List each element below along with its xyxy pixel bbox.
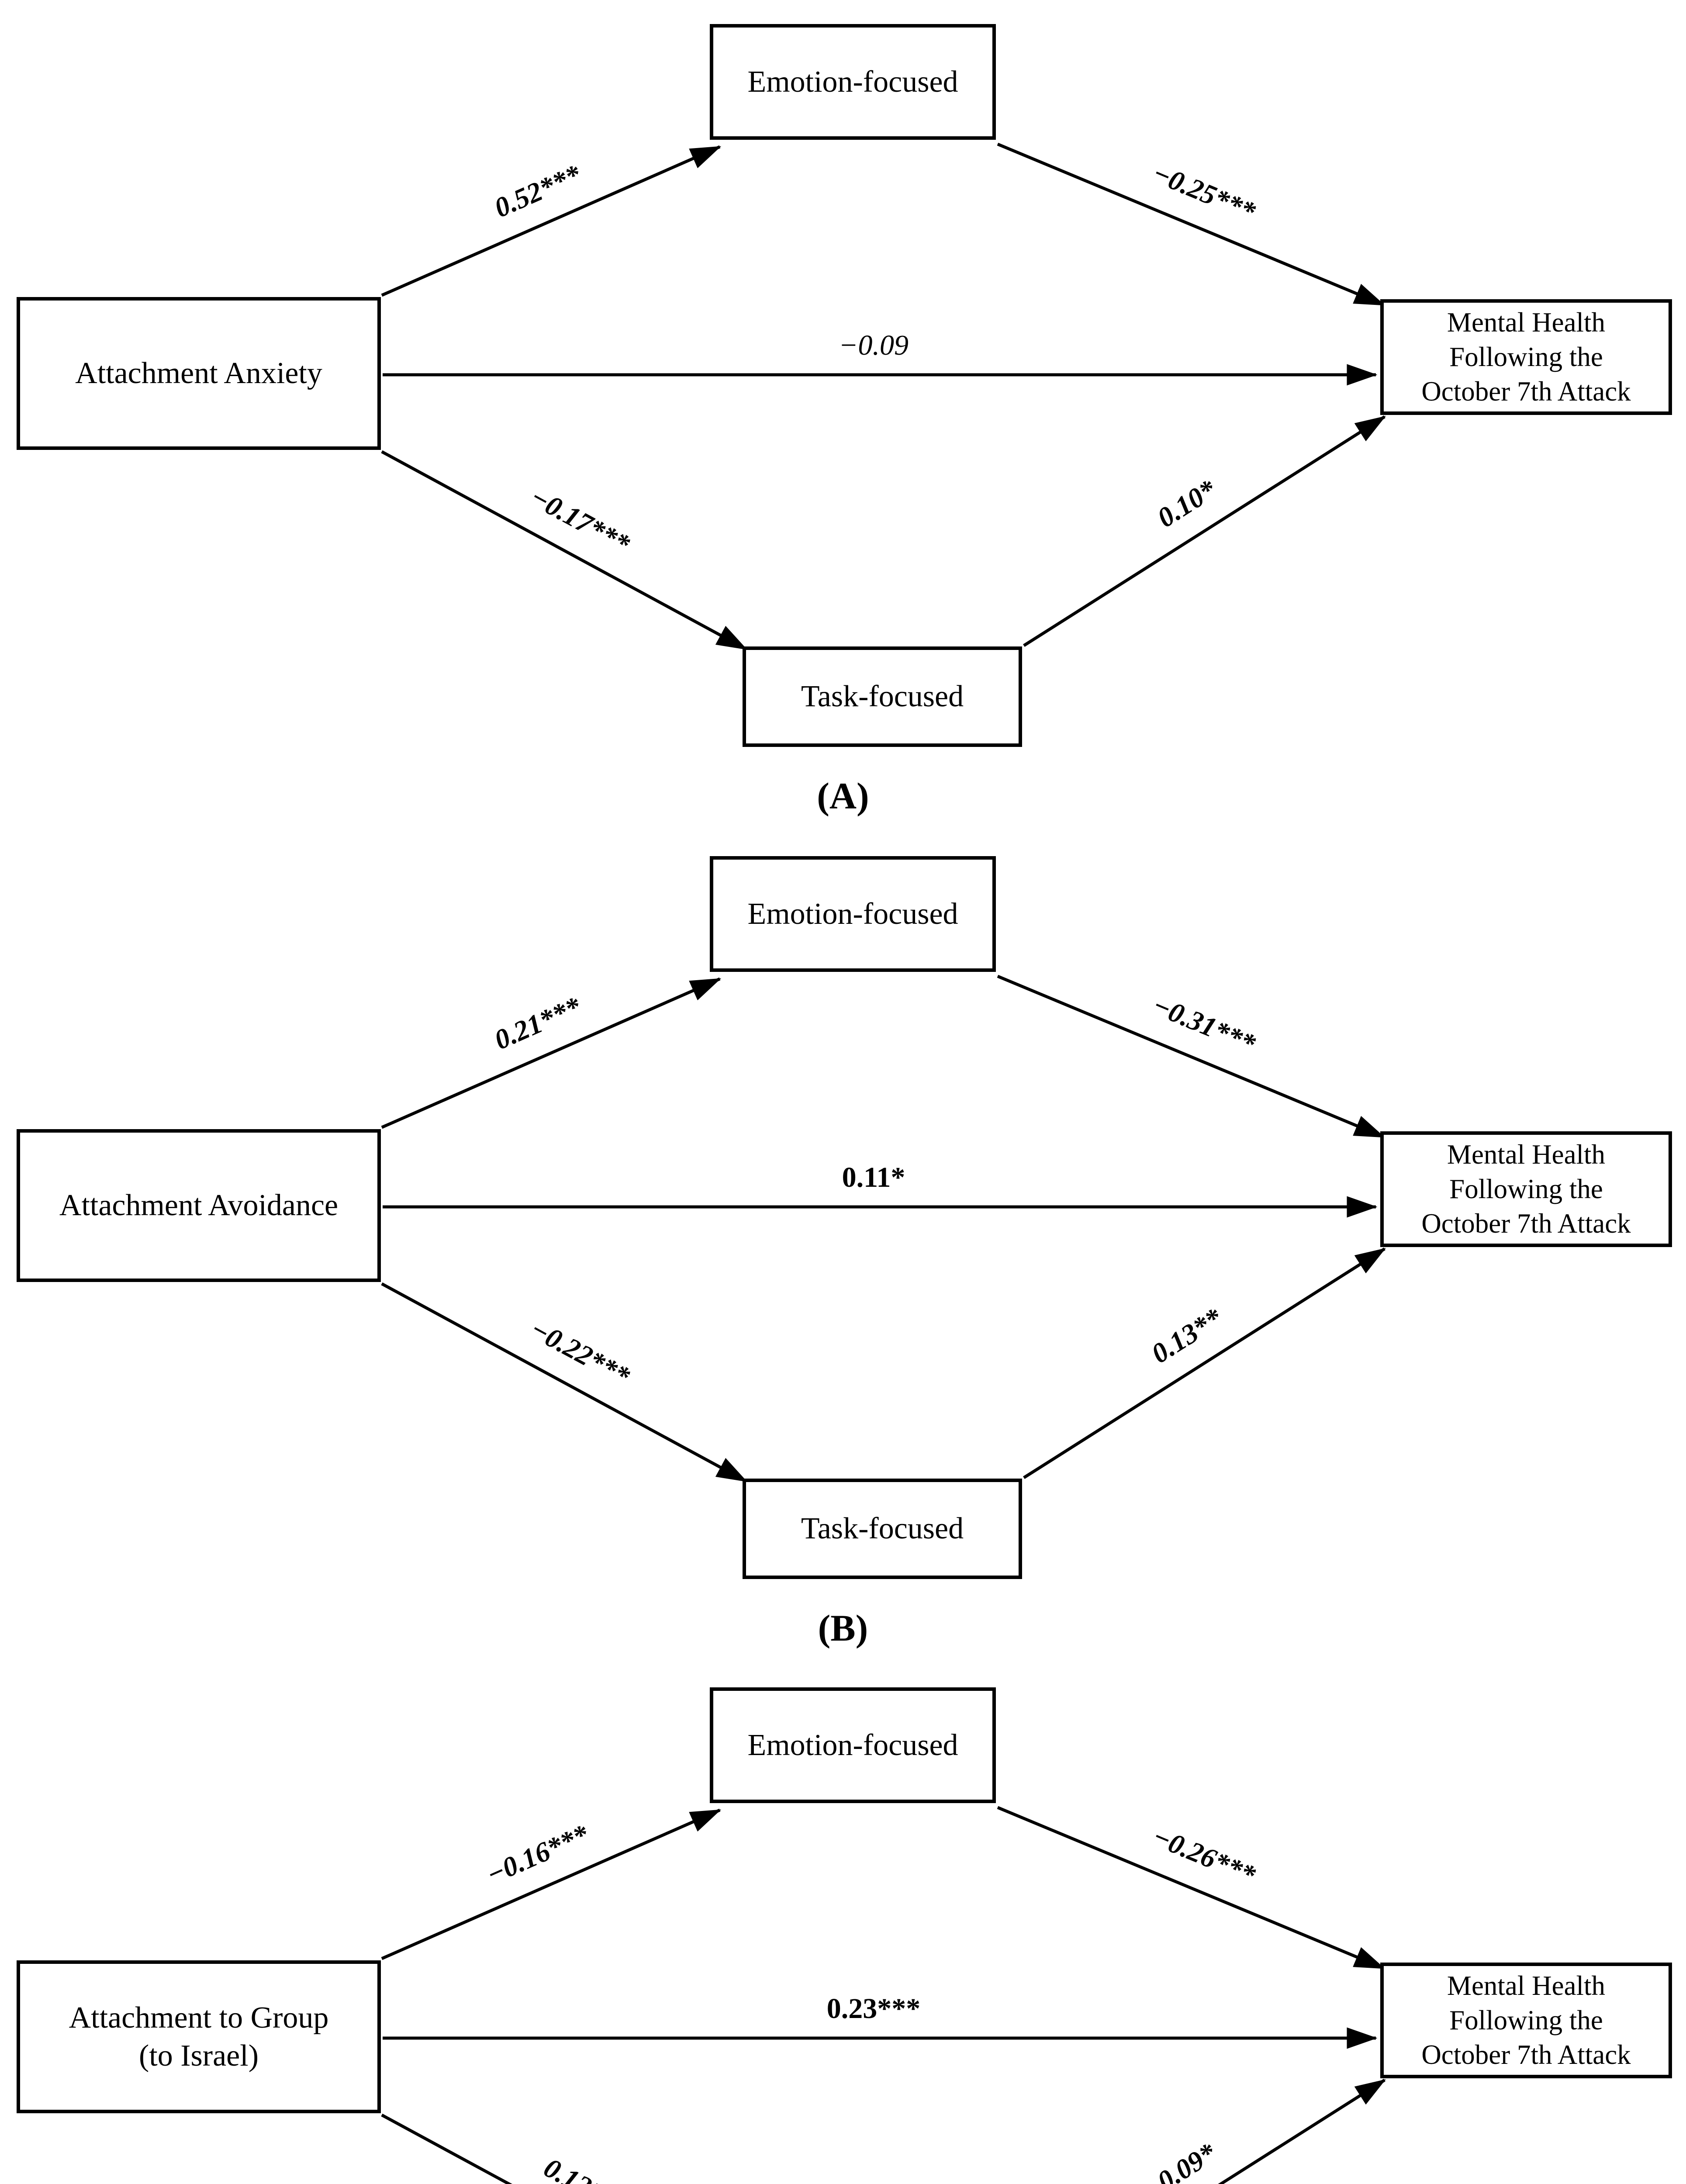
path-arrow-predictor-to-task [381, 2113, 512, 2184]
path-arrow-predictor-to-emotion [381, 145, 722, 297]
panel-c: −0.16*** −0.26*** 0.23*** 0.12** 0.09* Emoti… [0, 1663, 1686, 2184]
arrow-layer: 0.52*** −0.25*** −0.09 −0.17*** 0.10* [381, 142, 1386, 651]
node-task-focused: Task-focused [743, 646, 1022, 747]
path-coefficient-emotion-to-outcome: −0.31*** [1148, 989, 1260, 1060]
node-emotion-focused: Emotion-focused [710, 856, 996, 972]
path-coefficient-direct: 0.11* [842, 1161, 905, 1193]
path-arrow-predictor-to-emotion [381, 1808, 722, 1960]
path-arrow-emotion-to-outcome [997, 1806, 1385, 1970]
panel-b: 0.21*** −0.31*** 0.11* −0.22*** 0.13** Emoti… [0, 832, 1686, 1664]
path-coefficient-predictor-to-task: −0.22*** [525, 1313, 636, 1392]
path-coefficient-task-to-outcome: 0.13** [1146, 1302, 1227, 1369]
path-coefficient-predictor-to-emotion: 0.52*** [490, 159, 586, 224]
node-predictor-attachment-to-group: Attachment to Group(to Israel) [17, 1960, 381, 2113]
path-coefficient-emotion-to-outcome: −0.26*** [1148, 1821, 1260, 1891]
path-coefficient-predictor-to-emotion: −0.16*** [482, 1818, 594, 1890]
panel-a: 0.52*** −0.25*** −0.09 −0.17*** 0.10* Emotio… [0, 0, 1686, 832]
path-arrow-predictor-to-task [381, 450, 748, 651]
node-predictor-attachment-anxiety: Attachment Anxiety [17, 297, 381, 450]
panel-caption: (B) [818, 1607, 868, 1649]
path-coefficient-predictor-to-emotion: 0.21*** [490, 991, 586, 1056]
path-arrow-task-to-outcome [1023, 1248, 1386, 1479]
path-arrow-task-to-outcome [1023, 415, 1386, 647]
path-coefficient-emotion-to-outcome: −0.25*** [1148, 157, 1260, 228]
path-arrow-predictor-to-emotion [381, 977, 722, 1129]
path-coefficient-predictor-to-task: −0.17*** [525, 481, 636, 560]
node-emotion-focused: Emotion-focused [710, 1687, 996, 1803]
arrow-layer: −0.16*** −0.26*** 0.23*** 0.12** 0.09* [381, 1806, 1386, 2184]
node-predictor-attachment-avoidance: Attachment Avoidance [17, 1129, 381, 1282]
arrow-layer: 0.21*** −0.31*** 0.11* −0.22*** 0.13** [381, 975, 1386, 1483]
path-arrow-predictor-to-task [381, 1282, 748, 1483]
path-coefficient-direct: −0.09 [839, 329, 909, 361]
node-task-focused: Task-focused [743, 1479, 1022, 1579]
path-coefficient-direct: 0.23*** [827, 1993, 921, 2025]
path-arrow-task-to-outcome [1218, 2079, 1386, 2184]
panel-caption: (A) [817, 775, 869, 817]
path-coefficient-task-to-outcome: 0.10* [1152, 473, 1222, 534]
path-coefficient-task-to-outcome: 0.09* [1152, 2137, 1222, 2184]
node-emotion-focused: Emotion-focused [710, 24, 996, 140]
path-arrow-emotion-to-outcome [997, 975, 1385, 1139]
path-coefficient-predictor-to-task: 0.12** [539, 2152, 622, 2184]
path-arrow-emotion-to-outcome [997, 142, 1385, 307]
